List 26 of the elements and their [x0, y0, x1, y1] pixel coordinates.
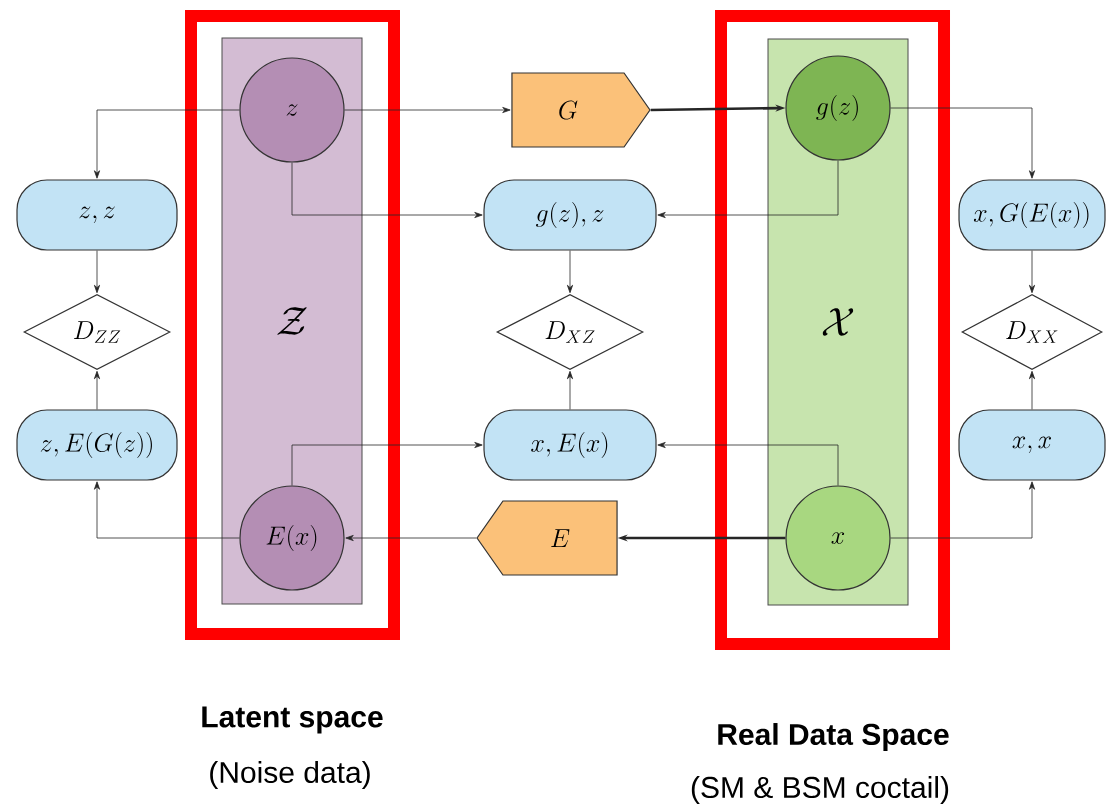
pair-box: $z, E(G(z))$: [16, 409, 178, 481]
arrow: [1029, 370, 1036, 410]
pair-box: $z, z$: [16, 179, 178, 251]
arrow: [291, 162, 483, 218]
space-label: Real Data Space: [718, 723, 949, 751]
arrow: [657, 160, 839, 218]
pair-box: $x, G(E(x))$: [958, 179, 1106, 251]
pair-box: $x, E(x)$: [483, 409, 657, 481]
arrow: [93, 109, 240, 179]
arrow: [291, 442, 483, 486]
arrow: [93, 481, 240, 539]
arrow: [345, 535, 477, 541]
arrow: [93, 370, 101, 410]
pair-box: $g(z), z$: [483, 179, 657, 251]
arrow: [1029, 250, 1036, 294]
pair-box: $x, x$: [958, 409, 1106, 481]
arrow: [93, 250, 101, 294]
arrow: [567, 370, 573, 410]
space-label: (Noise data): [210, 761, 370, 789]
space-label: Latent space: [202, 706, 383, 734]
arrow: [657, 442, 839, 486]
arrow: [890, 107, 1036, 179]
arrow: [567, 250, 573, 294]
arrow: [344, 107, 511, 114]
space-label: (SM & BSM coctail): [691, 776, 949, 804]
arrow: [890, 481, 1036, 539]
